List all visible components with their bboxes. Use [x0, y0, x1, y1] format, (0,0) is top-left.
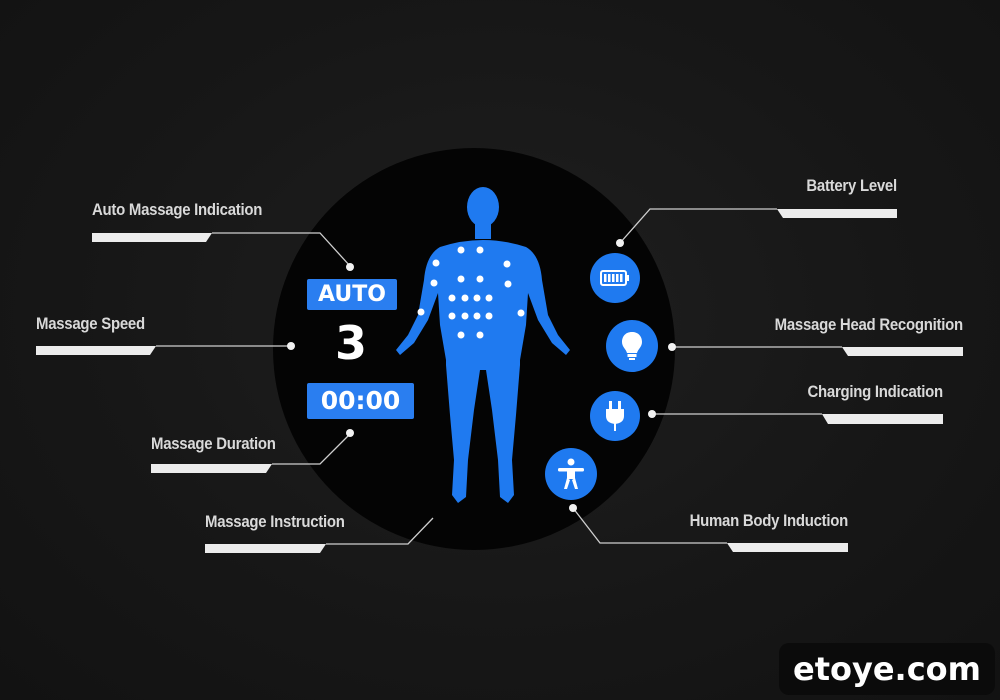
label-massage-duration: Massage Duration — [151, 434, 276, 453]
massage-head-indicator — [606, 320, 658, 372]
label-charging-indication: Charging Indication — [807, 382, 944, 401]
timer-value: 00:00 — [307, 383, 414, 419]
label-human-body-induction: Human Body Induction — [689, 511, 849, 530]
human-body-icon — [558, 458, 584, 489]
battery-icon — [600, 270, 629, 286]
bar-speed — [36, 346, 156, 355]
charging-indicator — [590, 391, 640, 441]
plug-icon — [606, 401, 624, 431]
label-massage-head-recognition: Massage Head Recognition — [774, 315, 963, 334]
label-battery-level: Battery Level — [806, 176, 897, 195]
bar-head — [842, 347, 963, 356]
human-body-induction-indicator — [545, 448, 597, 500]
bar-charging — [822, 414, 943, 424]
light-bulb-icon — [622, 332, 642, 360]
bar-auto — [92, 233, 212, 242]
bar-instruction — [205, 544, 326, 553]
battery-indicator — [590, 253, 640, 303]
body-figure — [396, 187, 570, 503]
label-auto-massage-indication: Auto Massage Indication — [92, 200, 263, 219]
bar-battery — [777, 209, 897, 218]
label-massage-instruction: Massage Instruction — [205, 512, 345, 531]
mode-badge: AUTO — [307, 279, 397, 310]
bar-body — [727, 543, 848, 552]
bar-duration — [151, 464, 272, 473]
speed-value: 3 — [335, 316, 368, 370]
watermark: etoye.com — [779, 643, 995, 695]
label-massage-speed: Massage Speed — [36, 314, 145, 333]
